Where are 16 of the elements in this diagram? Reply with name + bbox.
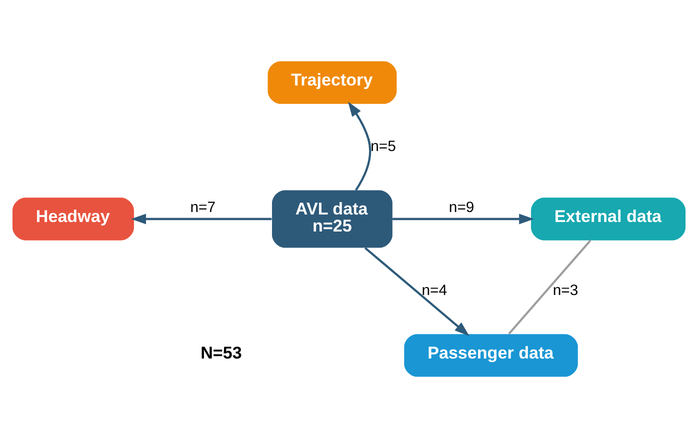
node-box: AVL data n=25 (272, 190, 392, 248)
connector (508, 240, 592, 334)
node-box: External data (530, 198, 686, 240)
node-box: Headway (12, 198, 134, 240)
label: N=53 (200, 343, 242, 362)
arrow (364, 247, 470, 336)
edge-label: n=9 (448, 198, 474, 216)
edge-label: n=5 (370, 138, 396, 156)
arrow (348, 102, 372, 191)
arrow (392, 214, 534, 224)
edge-label: n=7 (190, 198, 216, 216)
edge-label: n=4 (422, 282, 448, 299)
arrow (131, 214, 272, 224)
edge-label: n=3 (552, 282, 578, 299)
node-box: Passenger data (404, 334, 578, 377)
node-box: Trajectory (268, 61, 397, 104)
